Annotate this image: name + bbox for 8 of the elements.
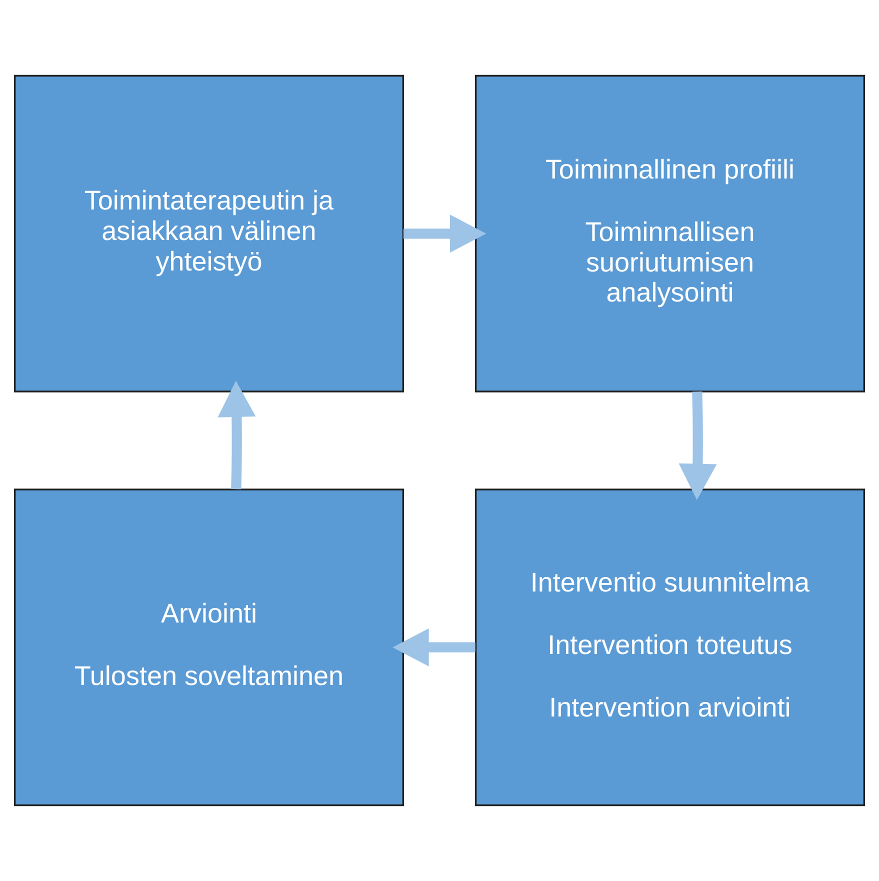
arrow <box>678 391 717 500</box>
arrow <box>403 214 486 253</box>
node-box: Arviointi Tulosten soveltaminen <box>14 488 404 806</box>
node-box: Toimintaterapeutin ja asiakkaan välinen yhteistyö <box>14 74 404 392</box>
node-box: Interventio suunnitelma Intervention toteutus Intervention arviointi <box>474 488 866 806</box>
node-box: Toiminnallinen profiili Toiminnallisen suoriutumisen analysointi <box>474 74 866 392</box>
arrow <box>392 628 476 666</box>
arrow <box>218 380 256 490</box>
